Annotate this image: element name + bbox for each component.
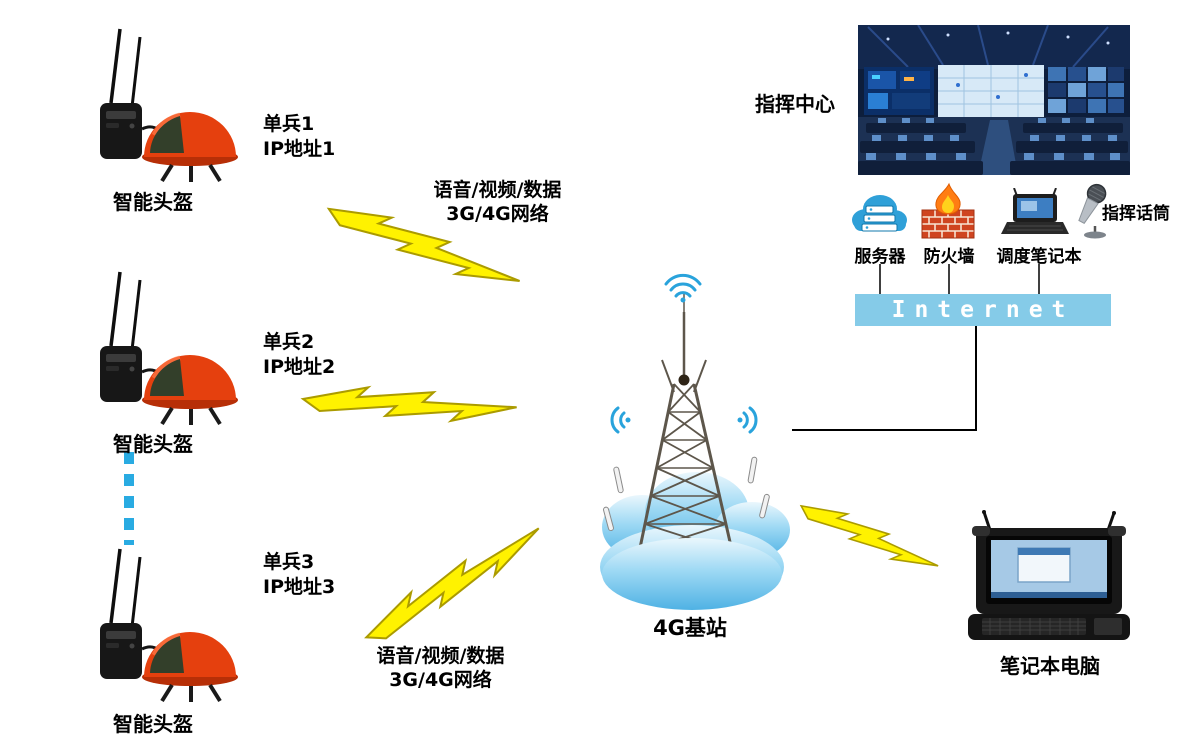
server-label: 服务器	[854, 247, 906, 267]
smart-helmet-label-1: 智能头盔	[113, 190, 193, 214]
base-station-label: 4G基站	[653, 616, 727, 640]
command-center-label: 指挥中心	[755, 92, 835, 116]
firewall-icon	[921, 182, 975, 239]
wifi-left-icon	[610, 406, 631, 434]
smart-helmet-unit-3	[100, 548, 238, 703]
dispatch-laptop-label: 调度笔记本	[996, 247, 1082, 267]
lightning-bolt-3	[364, 527, 540, 640]
soldier-3-ip: IP地址3	[263, 576, 336, 598]
microphone-icon	[1078, 183, 1107, 239]
lightning-bolt-4	[799, 504, 939, 567]
internet-label: Internet	[891, 297, 1075, 323]
soldier-3-name: 单兵3	[263, 551, 315, 573]
dispatch-laptop-icon	[1001, 188, 1069, 234]
wifi-top-icon	[664, 273, 702, 303]
smart-helmet-label-2: 智能头盔	[113, 432, 193, 456]
wireless-link-label-top: 语音/视频/数据 3G/4G网络	[400, 178, 595, 226]
smart-helmet-unit-1	[100, 28, 238, 183]
soldier-1-name: 单兵1	[263, 113, 315, 135]
internet-to-tower-line	[792, 326, 977, 431]
soldier-3-label: 单兵3 IP地址3	[263, 550, 335, 600]
soldier-2-name: 单兵2	[263, 331, 315, 353]
soldier-2-label: 单兵2 IP地址2	[263, 330, 335, 380]
internet-bar: Internet	[855, 294, 1111, 326]
firewall-label: 防火墙	[923, 247, 975, 267]
smart-helmet-label-3: 智能头盔	[113, 712, 193, 736]
microphone-label: 指挥话筒	[1102, 204, 1170, 224]
tower-beacon-ball	[678, 374, 690, 386]
smart-helmet-unit-2	[100, 271, 238, 426]
wireless-link-bottom-line2: 3G/4G网络	[389, 669, 492, 691]
soldier-1-ip: IP地址1	[263, 138, 336, 160]
field-laptop-label: 笔记本电脑	[1000, 654, 1100, 678]
wifi-right-icon	[737, 406, 758, 434]
command-center-photo	[858, 25, 1130, 175]
base-station-tower-icon	[600, 273, 790, 610]
soldier-2-ip: IP地址2	[263, 356, 336, 378]
soldier-1-label: 单兵1 IP地址1	[263, 112, 335, 162]
field-laptop-icon	[968, 510, 1130, 640]
wireless-link-top-line1: 语音/视频/数据	[433, 179, 562, 201]
wireless-link-top-line2: 3G/4G网络	[446, 203, 549, 225]
wireless-link-bottom-line1: 语音/视频/数据	[376, 645, 505, 667]
server-icon	[852, 195, 907, 232]
wireless-link-label-bottom: 语音/视频/数据 3G/4G网络	[348, 644, 533, 692]
